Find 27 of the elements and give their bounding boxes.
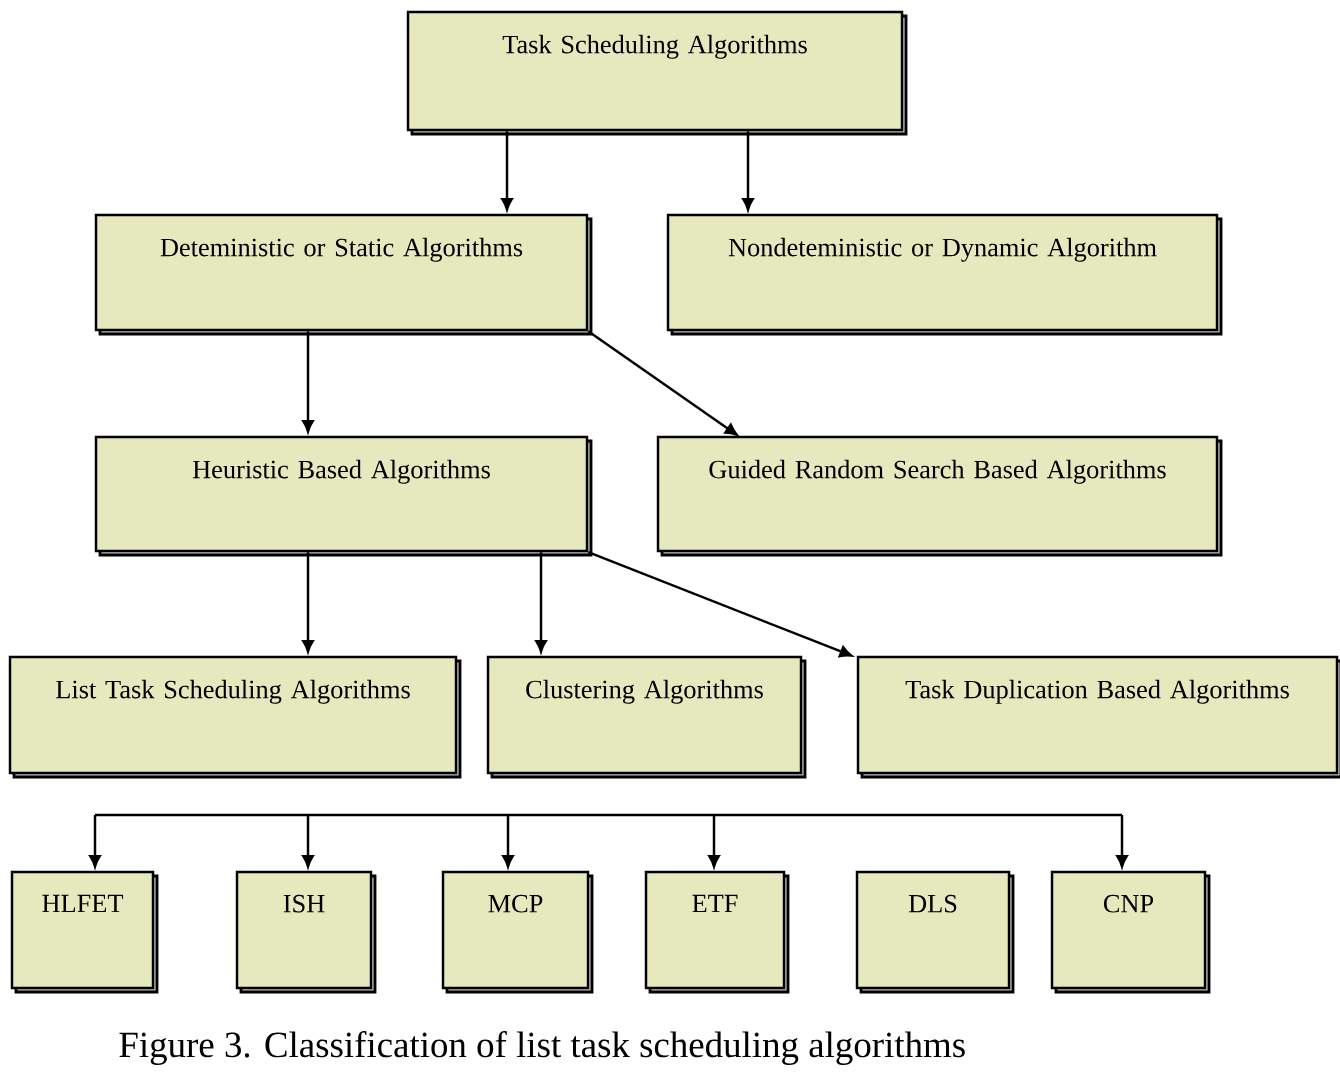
category-box: Deteministic or Static Algorithms [94, 213, 593, 336]
category-box: List Task Scheduling Algorithms [8, 655, 462, 779]
arrow [502, 815, 514, 868]
arrow [535, 552, 547, 653]
arrow [302, 552, 314, 653]
arrow [708, 815, 720, 868]
category-box: Task Scheduling Algorithms [406, 10, 908, 136]
figure-caption: Figure 3. Classification of list task scheduling algorithms [119, 1031, 965, 1065]
category-box: ETF [644, 870, 790, 994]
arrow [501, 131, 513, 211]
category-box: Task Duplication Based Algorithms [856, 655, 1340, 779]
arrow [302, 815, 314, 868]
arrow [587, 551, 853, 658]
arrow [742, 131, 754, 211]
category-box: Clustering Algorithms [486, 655, 807, 779]
arrow [302, 331, 314, 433]
category-box: Guided Random Search Based Algorithms [656, 435, 1223, 557]
category-box: CNP [1050, 870, 1211, 994]
arrow [1116, 815, 1128, 868]
category-box: MCP [441, 870, 594, 994]
category-box: DLS [855, 870, 1015, 994]
category-box: HLFET [10, 870, 159, 994]
category-box: Heuristic Based Algorithms [94, 435, 593, 557]
arrow [587, 330, 738, 436]
arrow [89, 815, 101, 868]
category-box: ISH [235, 870, 377, 994]
category-box: Nondeteministic or Dynamic Algorithm [666, 213, 1223, 336]
